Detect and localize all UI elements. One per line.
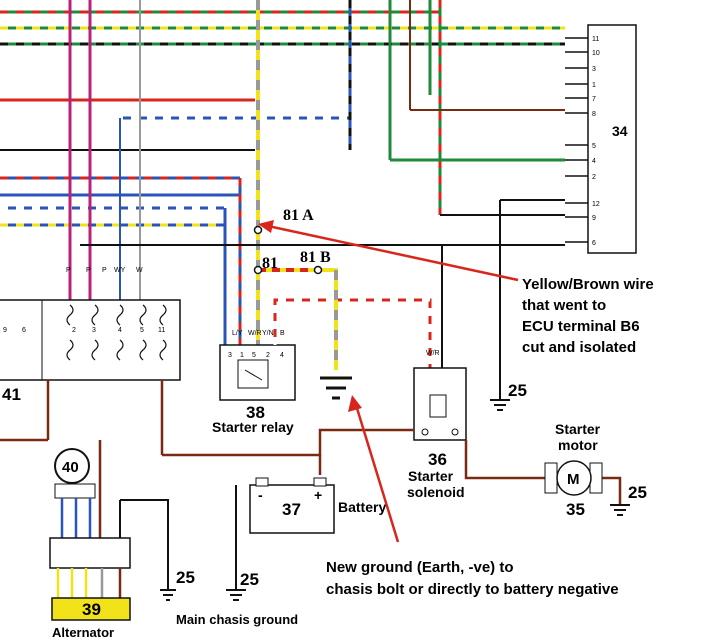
- ecu-connector: 11 10 3 1 7 8 5 4 2 12 9 6 34: [565, 24, 637, 254]
- ecu-pin-label: 2: [592, 174, 596, 181]
- relay-pin-label: 1: [240, 352, 244, 359]
- ecu-pin-label: 6: [592, 240, 596, 247]
- ecu-number: 34: [612, 123, 628, 139]
- ground-label: 25: [628, 483, 647, 502]
- wire-code: W: [136, 267, 143, 274]
- ecu-pin-label: 4: [592, 158, 596, 165]
- relay-pin-label: 3: [228, 352, 232, 359]
- starter-solenoid: 36 Starter solenoid: [407, 367, 467, 500]
- wire-code: P: [86, 267, 91, 274]
- relay-label: Starter relay: [212, 419, 294, 435]
- ecu-pin-label: 8: [592, 111, 596, 118]
- ecu-pin-label: 7: [592, 96, 596, 103]
- relay-pin-label: 5: [252, 352, 256, 359]
- top-harness: [0, 10, 565, 227]
- fuse-label: 3: [92, 327, 96, 334]
- ground-label: 25: [176, 568, 195, 587]
- ground-label: 25: [240, 570, 259, 589]
- motor-symbol: M: [567, 471, 580, 488]
- annotation-81: 81: [262, 255, 278, 272]
- relay-pin-label: 4: [280, 352, 284, 359]
- note-ground-line-1: New ground (Earth, -ve) to: [326, 559, 514, 576]
- wire-code: WY: [114, 267, 126, 274]
- svg-text:+: +: [314, 487, 322, 503]
- ground-label: 25: [508, 381, 527, 400]
- battery: - + 37 Battery: [249, 477, 386, 534]
- fuse-label: 6: [22, 327, 26, 334]
- motor-label-1: Starter: [555, 421, 601, 437]
- motor-number: 35: [566, 500, 585, 519]
- ecu-pin-label: 1: [592, 82, 596, 89]
- fusebox-number: 41: [2, 385, 21, 404]
- alternator-assembly: 40 39 Alternator: [49, 440, 169, 640]
- motor-label-2: motor: [558, 437, 598, 453]
- ecu-pin-label: 9: [592, 215, 596, 222]
- fuse-label: 9: [3, 327, 7, 334]
- svg-text:-: -: [258, 487, 263, 503]
- note-yellow-line-1: Yellow/Brown wire: [522, 276, 654, 293]
- wire-code: W/R: [248, 330, 262, 337]
- fuse-label: 11: [158, 327, 165, 334]
- ecu-pin-label: 5: [592, 143, 596, 150]
- solenoid-number: 36: [428, 450, 447, 469]
- annotation-81a: 81 A: [283, 207, 314, 224]
- wire-code: B: [280, 330, 285, 337]
- vertical-harness: [68, 0, 565, 400]
- starter-motor: M 35 Starter motor: [544, 421, 603, 519]
- battery-number: 37: [282, 500, 301, 519]
- note-yellow-line-3: ECU terminal B6: [522, 318, 640, 335]
- fuse-box: 9 6 2 3 4 5 11 P P P WY W 41: [0, 267, 181, 455]
- note-yellow-line-4: cut and isolated: [522, 339, 636, 356]
- fuse-label: 4: [118, 327, 122, 334]
- annotation-81b: 81 B: [300, 249, 331, 266]
- note-yellow-line-2: that went to: [522, 297, 606, 314]
- ecu-pin-label: 11: [592, 36, 599, 43]
- new-ground-symbol: [320, 376, 352, 400]
- alternator-label: Alternator: [52, 625, 114, 640]
- wire-code: P: [102, 267, 107, 274]
- ecu-pin-label: 12: [592, 201, 600, 208]
- alternator-number: 39: [82, 600, 101, 619]
- wire-code: Y/N: [262, 330, 274, 337]
- battery-label: Battery: [338, 499, 386, 515]
- wire-code: P: [66, 267, 71, 274]
- fuse-label: 2: [72, 327, 76, 334]
- chassis-ground-label: Main chasis ground: [176, 612, 298, 627]
- ecu-pin-label: 10: [592, 50, 600, 57]
- wire-code: L/Y: [232, 330, 243, 337]
- relay-pin-label: 2: [266, 352, 270, 359]
- solenoid-label-2: solenoid: [407, 484, 465, 500]
- starter-relay: 3 1 5 2 4 L/Y W/R Y/N B 38 Starter relay: [212, 330, 296, 435]
- fuse-label: 5: [140, 327, 144, 334]
- solenoid-label-1: Starter: [408, 468, 454, 484]
- relay-number: 38: [246, 403, 265, 422]
- ecu-pin-label: 3: [592, 66, 596, 73]
- regulator-number: 40: [62, 459, 79, 476]
- note-ground-line-2: chasis bolt or directly to battery negat…: [326, 581, 619, 598]
- ground-symbols: 25 25 25 25 Main chasis ground: [160, 381, 647, 627]
- wire-code: W/R: [426, 350, 440, 357]
- annotation-arrows: [258, 220, 519, 543]
